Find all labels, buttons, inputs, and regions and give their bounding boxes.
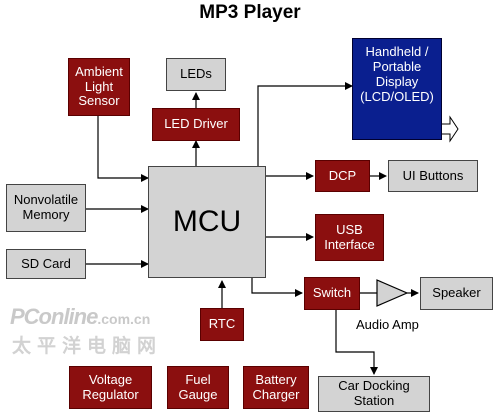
nonvolatile-memory-block: Nonvolatile Memory	[6, 184, 86, 232]
handheld-display-block: Handheld / Portable Display (LCD/OLED)	[352, 38, 442, 140]
voltage-regulator-block: Voltage Regulator	[69, 366, 152, 409]
connector-switch-to-dock	[335, 310, 378, 375]
watermark-brand: PConline	[10, 304, 98, 329]
fuel-gauge-block: Fuel Gauge	[167, 366, 229, 409]
switch-block: Switch	[304, 277, 360, 310]
leds-block: LEDs	[166, 58, 226, 91]
audio-amp-label: Audio Amp	[356, 317, 419, 332]
dcp-block: DCP	[315, 160, 370, 192]
ui-buttons-block: UI Buttons	[388, 160, 478, 192]
battery-charger-block: Battery Charger	[243, 366, 309, 409]
usb-interface-block: USB Interface	[315, 214, 384, 261]
pconline-watermark: PConline.com.cn	[10, 306, 150, 328]
led-driver-block: LED Driver	[152, 108, 240, 141]
watermark-domain: .com.cn	[97, 311, 151, 327]
audio-amp-triangle	[376, 279, 409, 307]
watermark-chinese: 太平洋电脑网	[12, 335, 163, 357]
speaker-block: Speaker	[420, 277, 493, 310]
sd-card-block: SD Card	[6, 249, 86, 279]
car-docking-station-block: Car Docking Station	[318, 376, 430, 412]
ambient-light-sensor-block: Ambient Light Sensor	[68, 58, 130, 116]
connector-mcu-to-switch	[251, 278, 303, 297]
diagram-title: MP3 Player	[199, 2, 301, 23]
connector-mcu-to-display	[257, 82, 353, 166]
connector-sensor-to-mcu	[97, 116, 149, 182]
mcu-block: MCU	[148, 166, 266, 278]
rtc-block: RTC	[200, 308, 244, 341]
